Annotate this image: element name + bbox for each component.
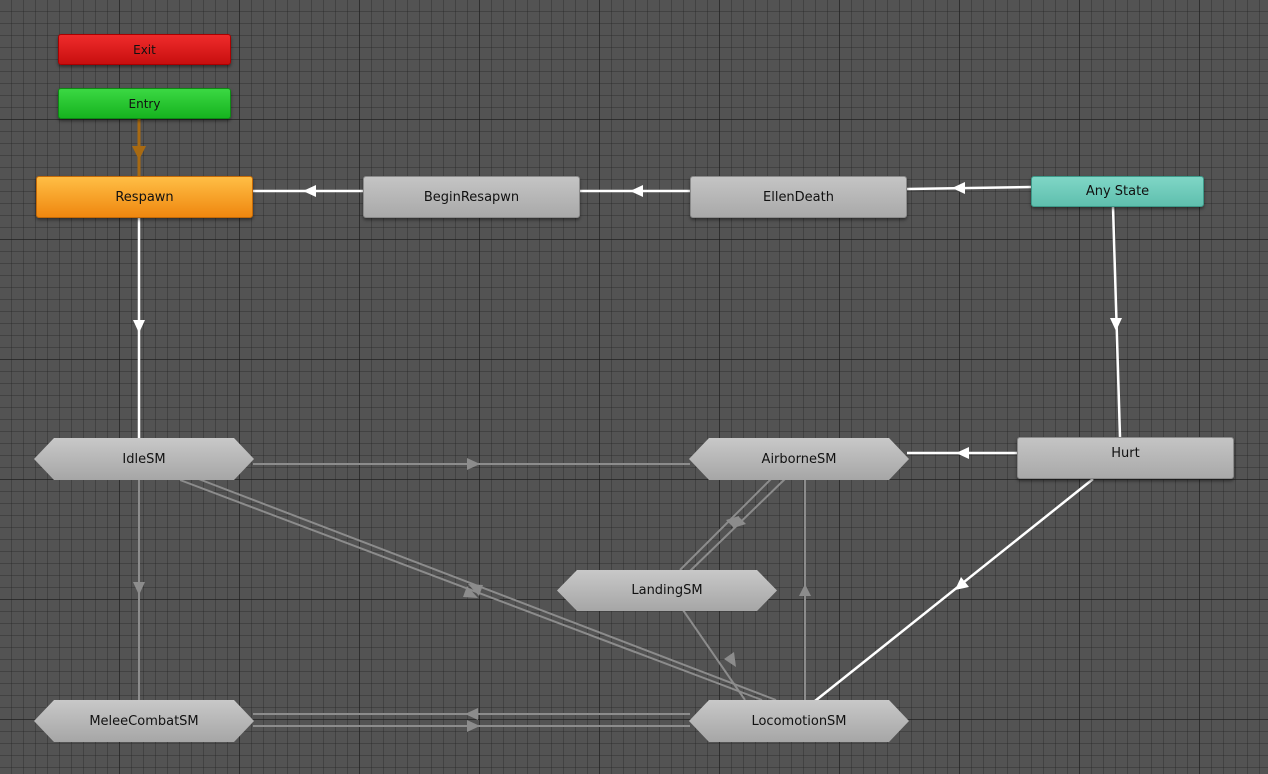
arrowhead-locomotion-to-idle bbox=[468, 584, 483, 596]
arrowhead-locomotion-to-melee bbox=[465, 708, 478, 720]
entry-node[interactable]: Entry bbox=[58, 88, 231, 119]
begin-respawn-state[interactable]: BeginResapwn bbox=[363, 176, 580, 218]
transition-idle-to-locomotion[interactable] bbox=[179, 479, 763, 701]
melee-combat-sm-label: MeleeCombatSM bbox=[89, 713, 199, 729]
arrowhead-hurt-to-airborne bbox=[956, 447, 969, 459]
idle-sm-state-machine[interactable]: IdleSM bbox=[34, 438, 254, 480]
airborne-sm-label: AirborneSM bbox=[761, 451, 837, 467]
arrowhead-death-to-begin bbox=[630, 185, 643, 197]
arrowhead-idle-to-locomotion bbox=[463, 586, 478, 598]
transition-landing-to-airborne[interactable] bbox=[679, 477, 773, 571]
arrowhead-entry-to-respawn bbox=[132, 146, 146, 160]
idle-sm-label: IdleSM bbox=[122, 451, 166, 467]
airborne-sm-state-machine[interactable]: AirborneSM bbox=[689, 438, 909, 480]
arrowhead-locomotion-to-airborne bbox=[799, 584, 811, 596]
arrowhead-melee-to-locomotion bbox=[467, 720, 480, 732]
transition-landing-to-locomotion[interactable] bbox=[682, 609, 746, 701]
exit-label: Exit bbox=[133, 42, 156, 57]
hurt-state[interactable]: Hurt bbox=[1017, 437, 1234, 479]
ellen-death-label: EllenDeath bbox=[763, 189, 834, 205]
transition-locomotion-to-idle[interactable] bbox=[195, 477, 777, 701]
locomotion-sm-label: LocomotionSM bbox=[751, 713, 847, 729]
arrowhead-airborne-to-landing bbox=[733, 516, 746, 528]
arrowhead-hurt-to-locomotion bbox=[955, 577, 969, 590]
hurt-label: Hurt bbox=[1111, 446, 1140, 461]
arrowhead-respawn-to-idle bbox=[133, 320, 145, 333]
arrowhead-idle-to-melee bbox=[133, 582, 145, 595]
arrowhead-begin-to-respawn bbox=[303, 185, 316, 197]
exit-node[interactable]: Exit bbox=[58, 34, 231, 65]
ellen-death-state[interactable]: EllenDeath bbox=[690, 176, 907, 218]
transition-any-to-death[interactable] bbox=[906, 185, 1032, 191]
any-state-label: Any State bbox=[1085, 184, 1150, 199]
arrowhead-landing-to-locomotion bbox=[724, 652, 736, 667]
begin-respawn-label: BeginResapwn bbox=[423, 189, 520, 205]
respawn-label: Respawn bbox=[115, 189, 174, 205]
arrowhead-any-to-hurt bbox=[1110, 318, 1122, 331]
landing-sm-label: LandingSM bbox=[631, 583, 703, 598]
entry-label: Entry bbox=[128, 96, 161, 111]
transition-hurt-to-locomotion[interactable] bbox=[814, 478, 1094, 702]
any-state-node[interactable]: Any State bbox=[1031, 176, 1204, 207]
landing-sm-state-machine[interactable]: LandingSM bbox=[557, 570, 777, 611]
arrowhead-any-to-death bbox=[952, 182, 965, 194]
melee-combat-sm-state-machine[interactable]: MeleeCombatSM bbox=[34, 700, 254, 742]
locomotion-sm-state-machine[interactable]: LocomotionSM bbox=[689, 700, 909, 742]
respawn-state[interactable]: Respawn bbox=[36, 176, 253, 218]
arrowhead-landing-to-airborne bbox=[726, 516, 739, 528]
arrowhead-idle-to-airborne bbox=[467, 458, 480, 470]
